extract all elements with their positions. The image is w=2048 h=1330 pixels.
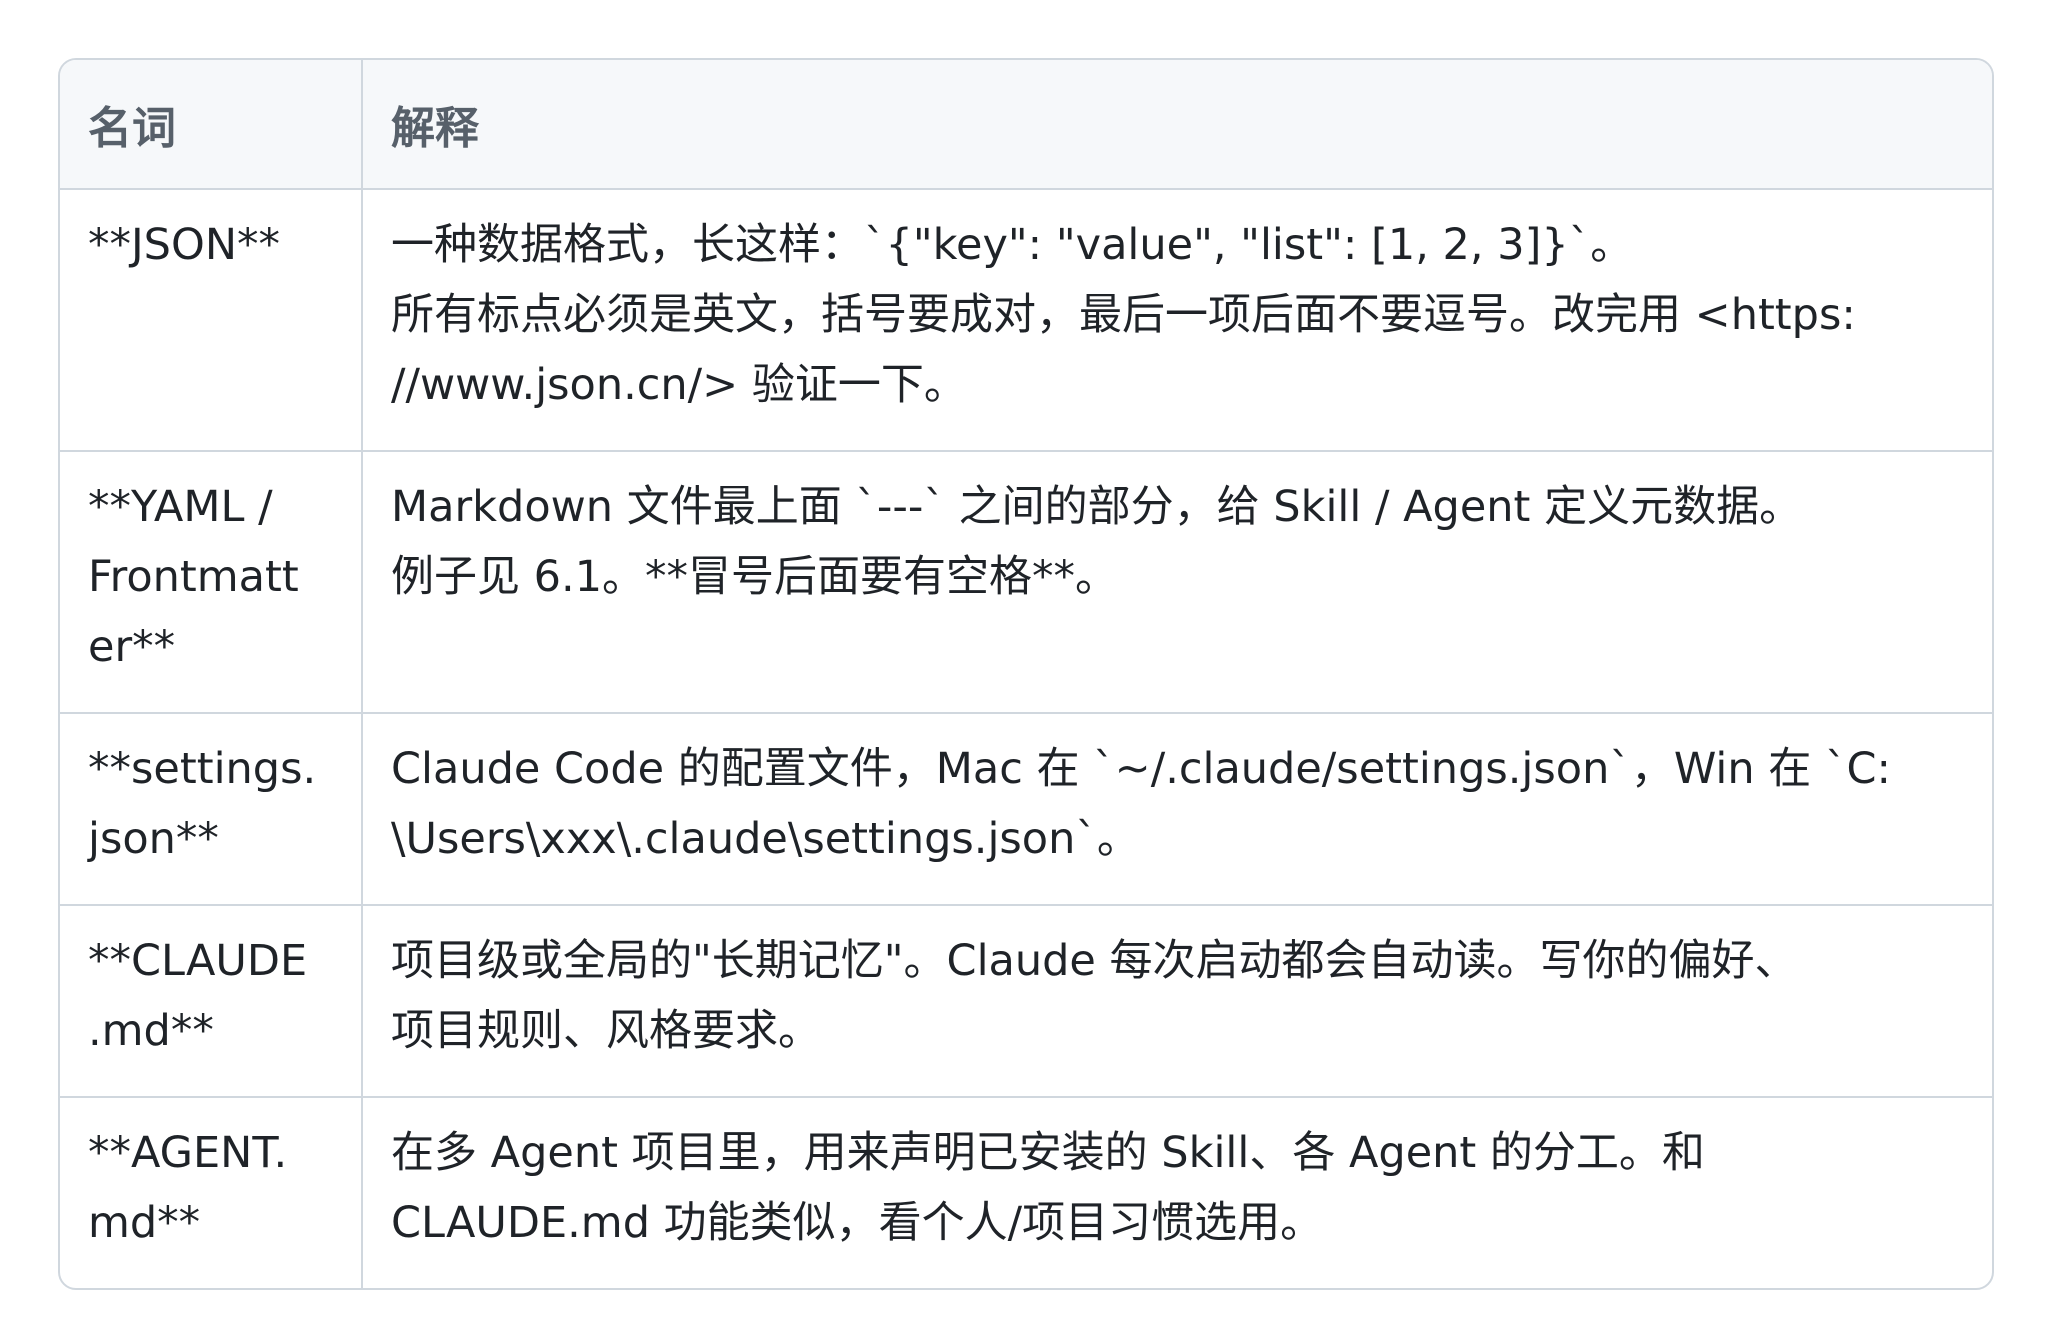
term-cell: **YAML / Frontmatt er** <box>60 450 362 713</box>
explanation-text: 项目规则、风格要求。 <box>391 1006 821 1056</box>
explanation-text: 项目级或全局的"长期记忆"。Claude 每次启动都会自动读。写你的偏好、 <box>391 936 1798 986</box>
explanation-text: 所有标点必须是英文，括号要成对，最后一项后面不要逗号。改完用 <https: <box>391 290 1856 340</box>
explanation-cell: 项目级或全局的"长期记忆"。Claude 每次启动都会自动读。写你的偏好、 项目… <box>361 904 1992 1097</box>
table-row: **JSON** 一种数据格式，长这样：`{"key": "value", "l… <box>60 189 1992 451</box>
explanation-text: CLAUDE.md 功能类似，看个人/项目习惯选用。 <box>391 1198 1324 1248</box>
table-row: **CLAUDE .md** 项目级或全局的"长期记忆"。Claude 每次启动… <box>60 904 1992 1097</box>
explanation-cell: 一种数据格式，长这样：`{"key": "value", "list": [1,… <box>361 189 1992 451</box>
explanation-text: 一种数据格式，长这样：`{"key": "value", "list": [1,… <box>391 220 1634 270</box>
term-text: **settings. <box>88 744 317 794</box>
term-text: md** <box>88 1198 201 1248</box>
term-text: er** <box>88 622 176 672</box>
term-cell: **AGENT. md** <box>60 1096 362 1288</box>
header-term: 名词 <box>60 60 362 190</box>
explanation-text: Markdown 文件最上面 `---` 之间的部分，给 Skill / Age… <box>391 482 1803 532</box>
explanation-cell: Claude Code 的配置文件，Mac 在 `~/.claude/setti… <box>361 712 1992 905</box>
explanation-text: 例子见 6.1。**冒号后面要有空格**。 <box>391 552 1119 602</box>
term-cell: **settings. json** <box>60 712 362 905</box>
term-text: **JSON** <box>88 220 280 270</box>
table-row: **AGENT. md** 在多 Agent 项目里，用来声明已安装的 Skil… <box>60 1096 1992 1288</box>
term-cell: **CLAUDE .md** <box>60 904 362 1097</box>
glossary-table: 名词 解释 **JSON** 一种数据格式，长这样：`{"key": "valu… <box>60 60 1992 1288</box>
explanation-cell: 在多 Agent 项目里，用来声明已安装的 Skill、各 Agent 的分工。… <box>361 1096 1992 1288</box>
table-row: **YAML / Frontmatt er** Markdown 文件最上面 `… <box>60 450 1992 713</box>
explanation-text: //www.json.cn/> 验证一下。 <box>391 360 967 410</box>
term-text: .md** <box>88 1006 214 1056</box>
table-header-row: 名词 解释 <box>60 60 1992 190</box>
explanation-cell: Markdown 文件最上面 `---` 之间的部分，给 Skill / Age… <box>361 450 1992 713</box>
explanation-text: \Users\xxx\.claude\settings.json`。 <box>391 814 1140 864</box>
term-text: json** <box>88 814 219 864</box>
term-text: **CLAUDE <box>88 936 308 986</box>
explanation-text: 在多 Agent 项目里，用来声明已安装的 Skill、各 Agent 的分工。… <box>391 1128 1705 1178</box>
term-text: **AGENT. <box>88 1128 288 1178</box>
header-explanation: 解释 <box>361 60 1992 190</box>
term-text: **YAML / <box>88 482 273 532</box>
term-cell: **JSON** <box>60 189 362 451</box>
explanation-text: Claude Code 的配置文件，Mac 在 `~/.claude/setti… <box>391 744 1891 794</box>
table-row: **settings. json** Claude Code 的配置文件，Mac… <box>60 712 1992 905</box>
glossary-table-container: 名词 解释 **JSON** 一种数据格式，长这样：`{"key": "valu… <box>58 58 1994 1290</box>
term-text: Frontmatt <box>88 552 299 602</box>
